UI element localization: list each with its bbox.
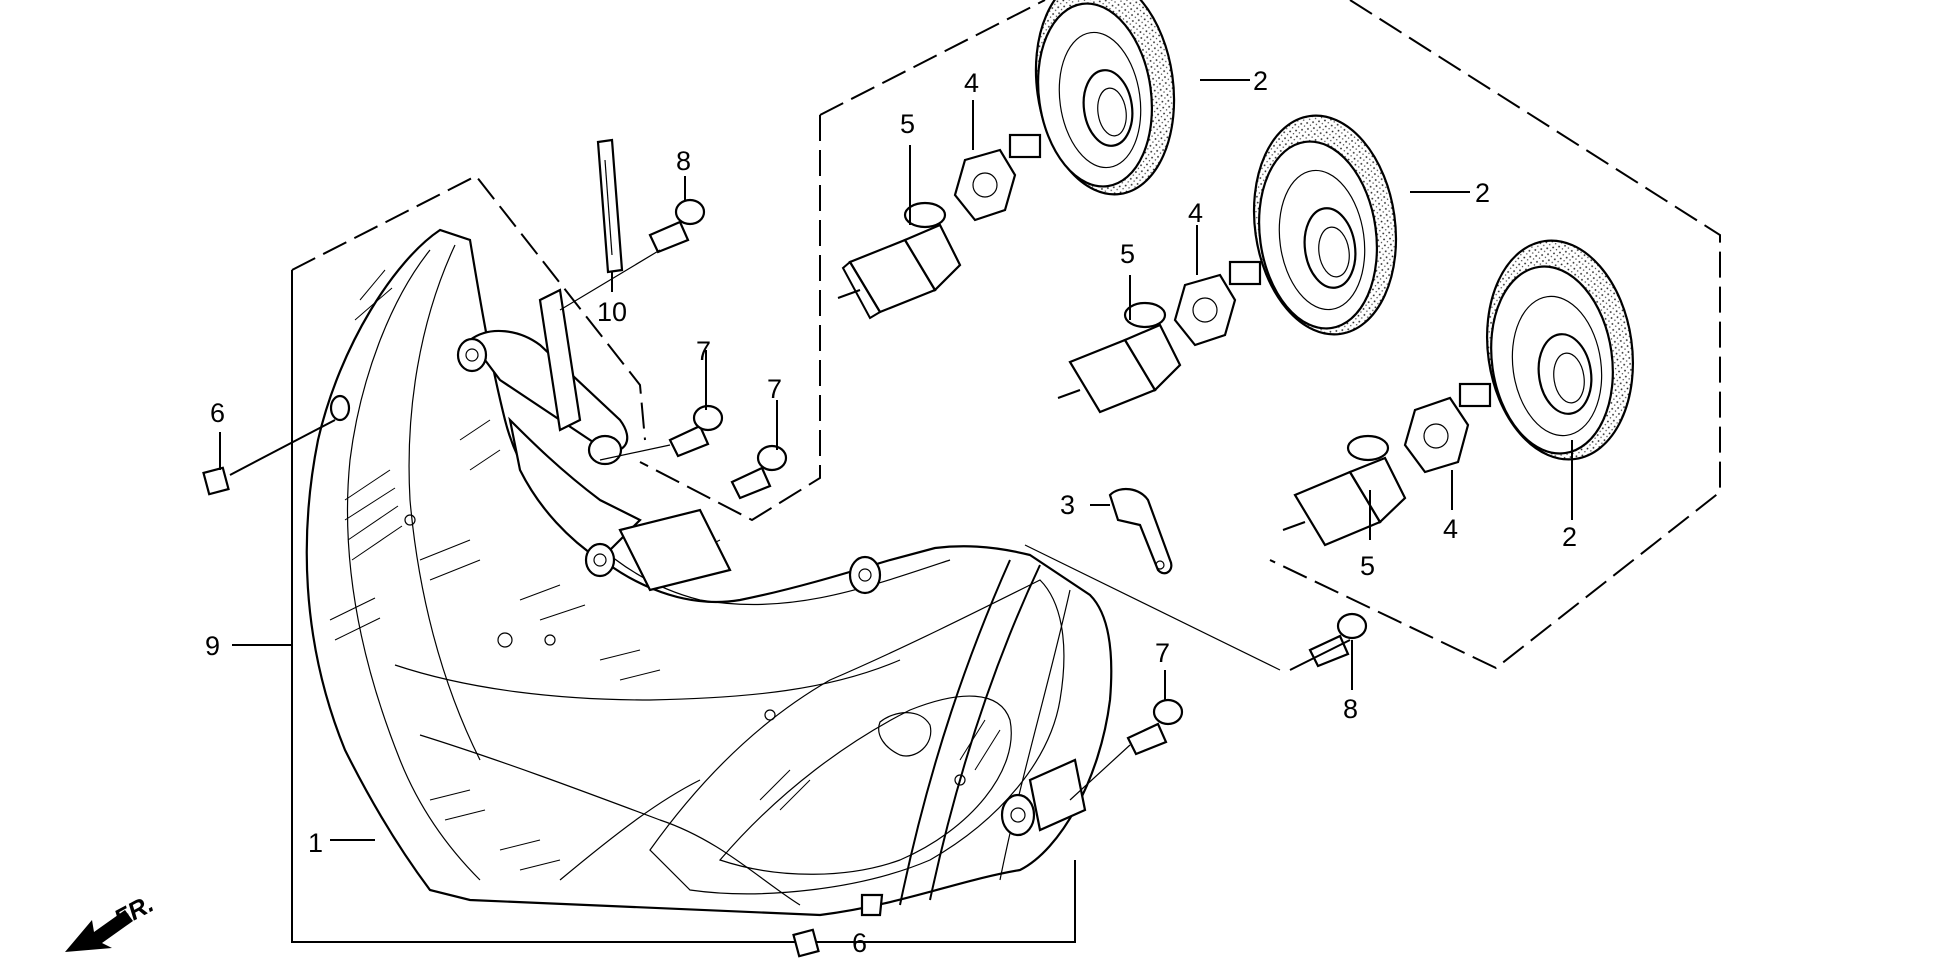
callout-4-top: 4 <box>964 68 979 98</box>
clip-part-3 <box>1108 487 1173 575</box>
callouts: 1 2 2 2 3 4 4 4 5 5 5 6 6 7 7 7 8 8 9 10 <box>205 66 1577 958</box>
callout-3: 3 <box>1060 490 1075 520</box>
callout-7-a: 7 <box>696 336 711 366</box>
screw-part-7-a <box>668 404 724 458</box>
callout-7-c: 7 <box>1155 638 1170 668</box>
bulb-cover-middle <box>1252 114 1398 336</box>
screw-part-7-b <box>730 444 788 500</box>
socket-top <box>953 133 1042 222</box>
callout-4-middle: 4 <box>1188 198 1203 228</box>
bulb-cover-bottom <box>1485 239 1635 461</box>
callout-2-middle: 2 <box>1475 178 1490 208</box>
screw-part-7-c <box>1126 698 1184 756</box>
headlight-group-boundary <box>291 174 1076 943</box>
callout-5-middle: 5 <box>1120 239 1135 269</box>
callout-6-bottom: 6 <box>852 928 867 958</box>
socket-bottom <box>1403 382 1492 474</box>
callout-2-bottom: 2 <box>1562 522 1577 552</box>
nut-part-6-bottom <box>792 928 820 958</box>
screw-part-8-right <box>1308 612 1368 668</box>
callout-5-top: 5 <box>900 109 915 139</box>
front-arrow-icon <box>65 910 133 952</box>
headlight-unit <box>305 228 1113 917</box>
callout-9: 9 <box>205 631 220 661</box>
bulb-bottom <box>1282 434 1407 547</box>
leader-lines <box>219 79 1573 943</box>
callout-8-top: 8 <box>676 146 691 176</box>
bracket-part-10 <box>596 138 624 274</box>
callout-4-bottom: 4 <box>1443 514 1458 544</box>
callout-2-top: 2 <box>1253 66 1268 96</box>
callout-7-b: 7 <box>767 374 782 404</box>
callout-8-right: 8 <box>1343 694 1358 724</box>
bulb-group-boundary <box>639 0 1721 670</box>
bulb-cover-top <box>1034 0 1176 196</box>
front-direction-indicator: FR. <box>65 890 158 952</box>
callout-10: 10 <box>597 297 627 327</box>
bulb-middle <box>1057 301 1182 414</box>
screw-part-8-top <box>648 198 706 254</box>
callout-6-left: 6 <box>210 398 225 428</box>
callout-5-bottom: 5 <box>1360 551 1375 581</box>
nut-part-6-left <box>202 466 230 496</box>
bulb-top <box>837 201 962 320</box>
callout-1: 1 <box>308 828 323 858</box>
socket-middle <box>1173 260 1262 347</box>
